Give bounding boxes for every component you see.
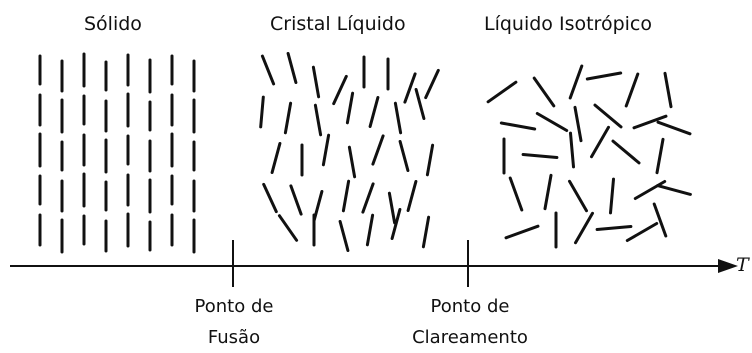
liquid-crystal-molecule — [345, 91, 355, 125]
isotropic-molecule — [574, 211, 594, 245]
liquid-crystal-molecule — [390, 208, 402, 240]
liquid-crystal-molecule — [286, 52, 298, 84]
isotropic-molecule — [532, 76, 556, 108]
isotropic-molecule — [568, 179, 588, 213]
liquid-crystal-molecule — [403, 72, 417, 104]
isotropic-molecule — [611, 139, 641, 165]
liquid-crystal-molecule — [262, 182, 278, 214]
isotropic-molecule — [508, 176, 524, 212]
isotropic-liquid-phase-label: Líquido Isotrópico — [484, 13, 652, 35]
isotropic-molecule — [663, 71, 673, 109]
isotropic-molecule — [535, 112, 569, 132]
temperature-axis-label: T — [736, 254, 749, 276]
liquid-crystal-molecule — [425, 143, 435, 177]
isotropic-molecule — [569, 131, 575, 169]
liquid-crystal-molecule — [270, 142, 282, 174]
isotropic-molecule — [521, 153, 559, 159]
isotropic-molecule — [656, 184, 692, 196]
isotropic-molecule — [655, 137, 665, 175]
liquid-crystal-molecule — [393, 101, 403, 135]
isotropic-molecule — [486, 80, 518, 104]
isotropic-molecule — [568, 64, 584, 100]
clearing-point-label: Ponto de Clareamento — [402, 291, 538, 353]
liquid-crystal-molecule — [368, 96, 380, 128]
melting-point-label-line1: Ponto de — [194, 296, 274, 317]
liquid-crystal-molecule — [371, 134, 385, 166]
melting-point-label-line2: Fusão — [207, 327, 261, 348]
isotropic-molecule — [573, 105, 583, 143]
isotropic-molecule — [656, 120, 692, 136]
isotropic-molecule — [632, 114, 668, 130]
isotropic-molecule — [585, 71, 623, 81]
liquid-crystal-molecule — [277, 214, 299, 242]
solid-phase-label: Sólido — [84, 13, 142, 35]
liquid-crystal-molecule — [332, 74, 348, 106]
isotropic-molecule — [499, 121, 537, 131]
liquid-crystal-molecule — [406, 180, 418, 212]
axis-arrow-head — [718, 259, 738, 273]
liquid-crystal-molecule — [341, 179, 351, 213]
liquid-crystal-molecule — [347, 145, 357, 179]
liquid-crystal-molecule — [421, 215, 431, 249]
isotropic-molecule — [595, 225, 633, 231]
clearing-point-label-line1: Ponto de — [430, 296, 510, 317]
liquid-crystal-molecule — [424, 68, 440, 100]
isotropic-molecule — [593, 103, 623, 129]
liquid-crystal-molecule — [338, 220, 350, 252]
isotropic-molecule — [652, 202, 668, 238]
liquid-crystal-molecule — [283, 101, 293, 135]
liquid-crystal-molecule — [259, 95, 265, 129]
liquid-crystal-molecule — [289, 184, 303, 216]
liquid-crystal-molecule — [387, 191, 397, 225]
liquid-crystal-molecule — [311, 65, 321, 99]
liquid-crystal-phase-label: Cristal Líquido — [270, 13, 406, 35]
isotropic-molecule — [504, 224, 540, 240]
isotropic-molecule — [633, 180, 667, 200]
liquid-crystal-molecule — [260, 54, 276, 86]
liquid-crystal-molecule — [365, 213, 375, 247]
isotropic-molecule — [625, 222, 659, 242]
liquid-crystal-molecule — [361, 182, 375, 214]
isotropic-molecule — [609, 177, 615, 215]
clearing-point-label-line2: Clareamento — [412, 327, 528, 348]
isotropic-molecule — [590, 125, 610, 159]
liquid-crystal-molecule — [398, 140, 410, 172]
solid-molecules — [38, 52, 196, 254]
liquid-crystal-molecule — [313, 103, 323, 137]
liquid-crystal-molecule — [414, 88, 426, 120]
isotropic-molecules — [486, 64, 692, 249]
melting-point-label: Ponto de Fusão — [182, 291, 286, 353]
liquid-crystal-molecules — [259, 52, 440, 252]
liquid-crystal-molecule — [321, 133, 331, 167]
isotropic-molecule — [624, 72, 640, 108]
isotropic-molecule — [543, 173, 553, 211]
